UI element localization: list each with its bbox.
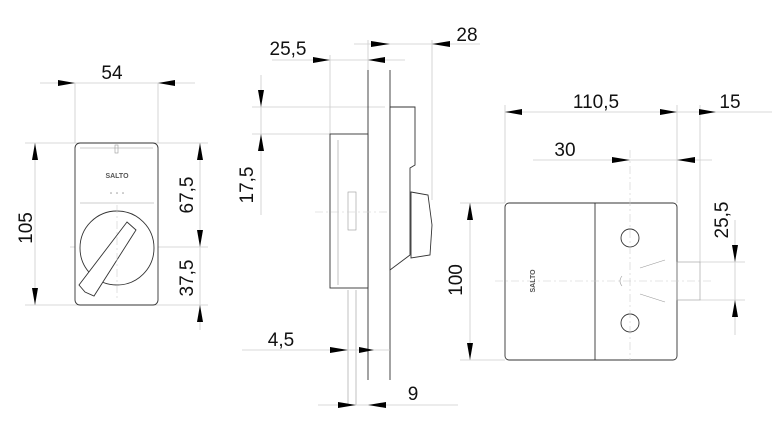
dim-upper-67-5: 67,5 xyxy=(177,177,198,214)
dim-30: 30 xyxy=(554,140,575,161)
knob-handle xyxy=(78,221,137,297)
arrow-icon xyxy=(158,80,175,86)
dim-lower-37-5: 37,5 xyxy=(177,260,198,297)
side-view: 25,5 28 17,5 4,5 9 xyxy=(237,25,480,408)
dim-110-5: 110,5 xyxy=(573,92,619,113)
dim-17-5: 17,5 xyxy=(237,167,258,204)
salto-logo: SALTO xyxy=(105,173,129,180)
dim-100: 100 xyxy=(446,264,467,296)
dim-15: 15 xyxy=(719,92,740,113)
dim-25-5-bolt: 25,5 xyxy=(712,202,733,239)
dim-25-5: 25,5 xyxy=(270,39,307,60)
knob-profile xyxy=(410,191,433,259)
dim-9: 9 xyxy=(408,384,419,405)
dim-width-54: 54 xyxy=(101,63,123,84)
top-view: 100 110,5 15 30 25,5 SALTO xyxy=(446,92,772,361)
arrow-icon xyxy=(58,80,75,86)
salto-logo-side: SALTO xyxy=(530,269,537,293)
inner-body xyxy=(329,133,369,289)
front-view: 54 105 67,5 37,5 SALTO xyxy=(16,63,208,330)
dim-4-5: 4,5 xyxy=(268,330,294,351)
dim-height-105: 105 xyxy=(16,212,37,244)
outer-body xyxy=(389,106,416,271)
dim-28: 28 xyxy=(456,25,477,46)
